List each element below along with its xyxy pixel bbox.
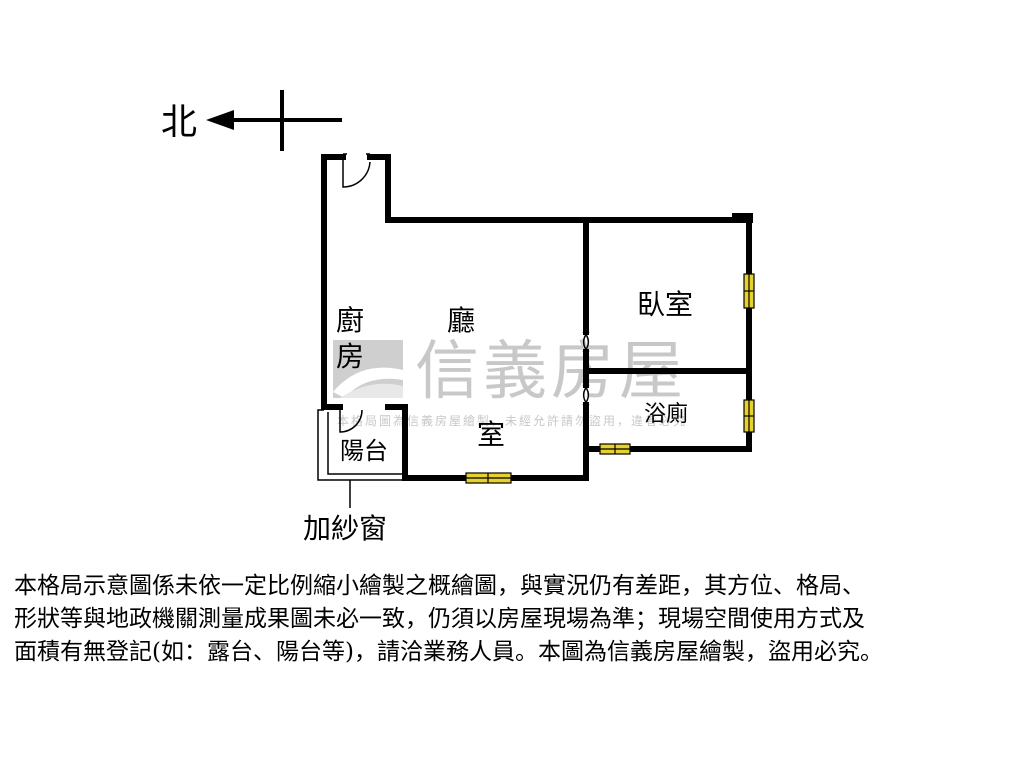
disclaimer-line-2: 形狀等與地政機關測量成果圖未必一致，仍須以房屋現場為準；現場空間使用方式及 [14,606,865,632]
room-label-bedroom: 臥室 [637,288,693,321]
watermark-logo-icon [333,340,403,398]
disclaimer: 本格局示意圖係未依一定比例縮小繪製之概繪圖，與實況仍有差距，其方位、格局、 形狀… [14,570,1014,669]
disclaimer-line-3: 面積有無登記(如：露台、陽台等)，請洽業務人員。本圖為信義房屋繪製，盜用必究。 [14,639,883,665]
room-label-balcony: 陽台 [340,437,388,465]
watermark-notice: 本格局圖為信義房屋繪製，未經允許請勿盜用，違者必究 [337,413,687,428]
room-label-hall-room: 室 [477,418,505,451]
kitchen-char-1: 廚 [336,304,364,337]
room-label-kitchen: 廚 房 [336,304,373,373]
floor-plan: 信義房屋 本格局圖為信義房屋繪製，未經允許請勿盜用，違者必究 北 [161,90,755,545]
screen-window-annotation: 加紗窗 [303,512,387,545]
balcony-enclosure [317,409,405,508]
north-label: 北 [161,102,197,143]
room-label-bathroom: 浴廁 [644,402,688,427]
north-arrow-icon [206,90,342,151]
door-swing-icon [339,153,590,433]
room-label-hall: 廳 [447,304,475,337]
kitchen-char-2: 房 [336,340,364,373]
walls [321,154,753,481]
window-icon [465,273,755,484]
disclaimer-line-1: 本格局示意圖係未依一定比例縮小繪製之概繪圖，與實況仍有差距，其方位、格局、 [14,573,865,599]
